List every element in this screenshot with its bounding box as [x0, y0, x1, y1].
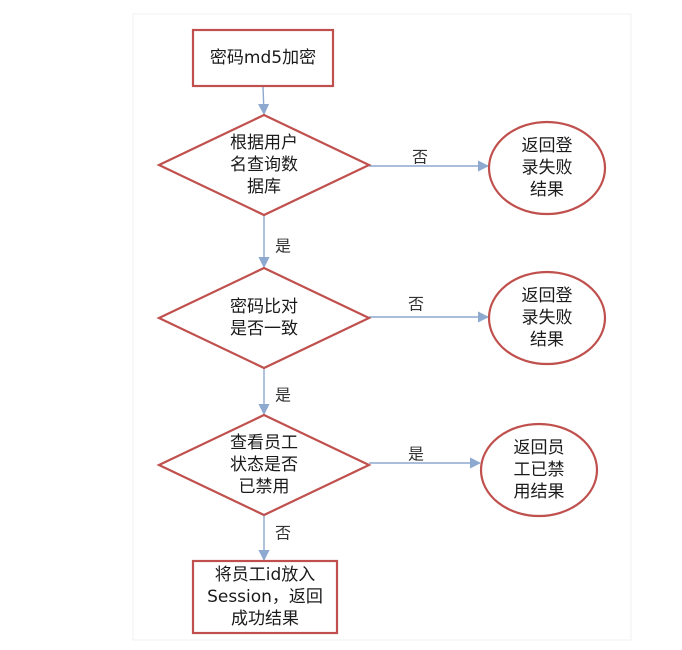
node-end-label-line: 成功结果	[231, 609, 299, 629]
node-q3-label-line: 已禁用	[239, 477, 290, 497]
node-q1-shape	[156, 113, 372, 217]
node-q1-label-line: 名查询数	[230, 155, 298, 175]
edge-label-q2-to-r2: 否	[408, 295, 424, 314]
diagram-frame	[132, 13, 632, 641]
node-start: 密码md5加密	[191, 28, 335, 88]
node-q2-label-line: 密码比对	[230, 297, 298, 317]
node-r3-label-line: 用结果	[514, 482, 565, 502]
edge-label-q3-to-r3: 是	[408, 445, 424, 464]
node-r2-label-line: 结果	[530, 330, 564, 350]
node-r2-label-line: 录失败	[522, 308, 573, 328]
node-r1-label-line: 结果	[530, 180, 564, 200]
node-r1-shape	[487, 120, 607, 216]
node-end-shape	[191, 559, 339, 635]
node-q2-shape	[156, 266, 372, 370]
node-start-shape	[191, 28, 335, 88]
node-r3-shape	[479, 422, 599, 518]
node-q3-label-line: 状态是否	[230, 455, 298, 475]
edge-start-to-q1	[258, 85, 270, 116]
node-start-label-line: 密码md5加密	[210, 48, 316, 68]
node-q1-label-line: 根据用户	[230, 133, 298, 153]
node-q1-label-line: 据库	[247, 177, 281, 197]
edge-label-q2-to-q3: 是	[275, 386, 291, 405]
edge-label-q1-to-r1: 否	[412, 148, 428, 167]
node-r3-label-line: 工已禁	[514, 460, 565, 480]
node-r1-label-line: 返回登	[522, 136, 573, 156]
node-r2-shape	[487, 270, 607, 366]
node-q3-label-line: 查看员工	[230, 433, 298, 453]
node-r2-label-line: 返回登	[522, 286, 573, 306]
node-r1-label-line: 录失败	[522, 158, 573, 178]
edge-label-q3-to-end: 否	[275, 524, 291, 543]
node-q2-label-line: 是否一致	[230, 319, 298, 339]
nodes-layer: 密码md5加密根据用户名查询数据库返回登录失败结果密码比对是否一致返回登录失败结…	[156, 28, 607, 635]
node-end-label-line: 将员工id放入	[215, 565, 316, 585]
edge-label-q1-to-q2: 是	[275, 237, 291, 256]
node-end-label-line: Session，返回	[207, 587, 323, 607]
node-q3-shape	[156, 413, 372, 517]
node-r3-label-line: 返回员	[514, 438, 565, 458]
